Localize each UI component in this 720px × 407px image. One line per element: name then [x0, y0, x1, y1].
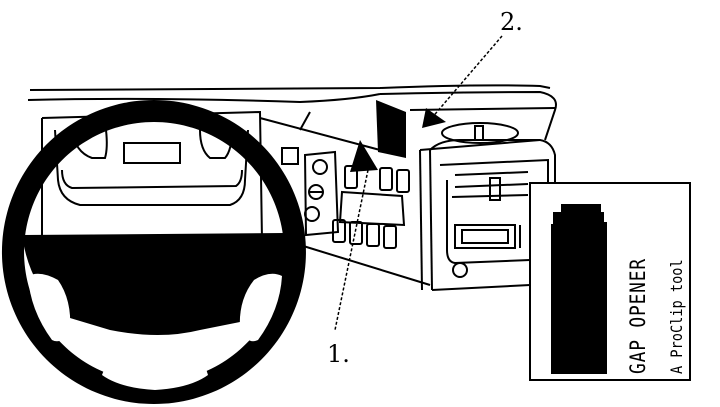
arrow-1-icon: [350, 140, 378, 172]
inset-title: GAP OPENER: [626, 258, 650, 374]
gap-opener-tool-icon: [551, 204, 607, 374]
steering-wheel: [1, 100, 306, 404]
wheel-hole-left: [28, 273, 71, 342]
gap-opener-inset: GAP OPENER A ProClip tool: [529, 182, 691, 381]
dash-top-line: [29, 84, 551, 91]
callout-label-1: 1.: [327, 340, 350, 368]
wheel-hole-bottom: [102, 350, 208, 390]
wheel-hole-right: [239, 273, 282, 342]
callout-2-leader: [429, 35, 503, 121]
callout-label-2: 2.: [500, 8, 523, 36]
mount-bracket: [376, 100, 406, 158]
callout-1-leader: [334, 169, 369, 331]
inset-subtitle: A ProClip tool: [667, 259, 686, 374]
arrow-2-icon: [422, 108, 446, 128]
